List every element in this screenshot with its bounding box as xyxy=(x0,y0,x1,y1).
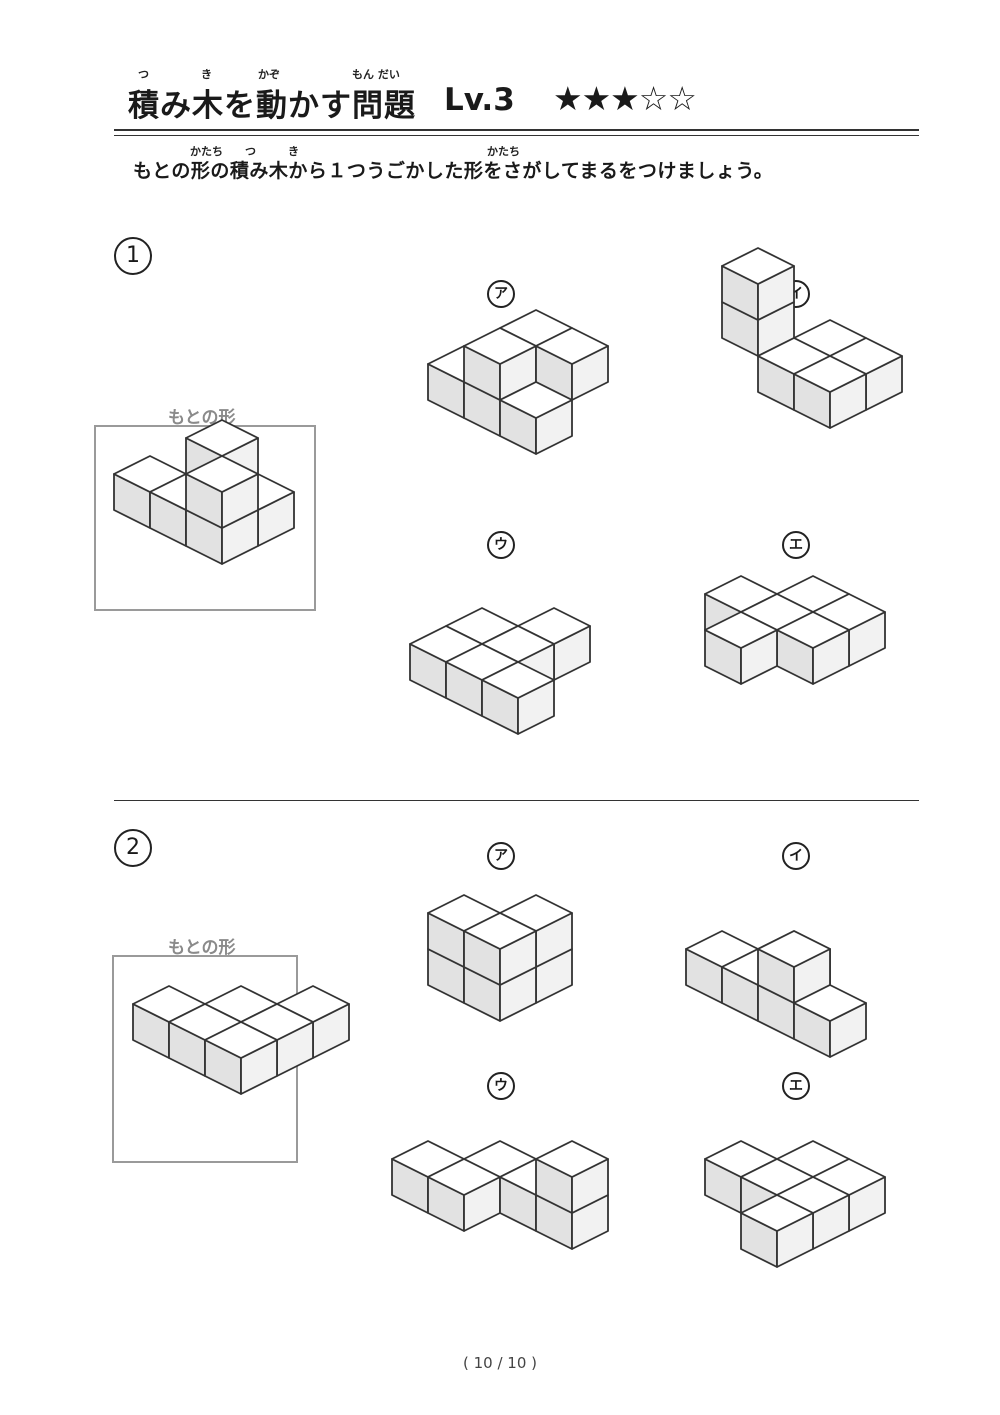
title-ruby: つ xyxy=(138,68,149,81)
section-divider xyxy=(114,800,919,801)
cube-top-face xyxy=(463,912,537,950)
cube-top-face xyxy=(704,611,778,649)
level-label: Lv.3 xyxy=(444,82,515,118)
question-number-1: 1 xyxy=(114,237,152,275)
difficulty-stars: ★★★☆☆ xyxy=(553,79,697,118)
cube-top-face xyxy=(793,355,867,393)
page-title: 積み木を動かす問題 xyxy=(128,88,416,124)
q1-option-a-label[interactable]: ア xyxy=(487,280,515,308)
title-ruby: かぞ xyxy=(258,68,280,81)
cube-top-face xyxy=(793,984,867,1022)
header-rule-bottom xyxy=(114,135,919,136)
cube-top-face xyxy=(740,1194,814,1232)
instruction-ruby: かたち xyxy=(487,145,520,158)
cube-top-face xyxy=(481,661,555,699)
cube-top-face xyxy=(185,419,259,457)
page-number: ( 10 / 10 ) xyxy=(462,1354,537,1372)
q2-option-u-label[interactable]: ウ xyxy=(487,1072,515,1100)
instruction-ruby: かたち xyxy=(190,145,223,158)
q2-option-a-label[interactable]: ア xyxy=(487,842,515,870)
cube-top-face xyxy=(499,381,573,419)
question-number-2: 2 xyxy=(114,829,152,867)
title-ruby: もん だい xyxy=(352,68,400,81)
cube-top-face xyxy=(721,247,795,285)
instruction-ruby: つ xyxy=(245,145,256,158)
q2-option-i-label[interactable]: イ xyxy=(782,842,810,870)
cube-top-face xyxy=(776,611,850,649)
instruction-ruby: き xyxy=(288,145,299,158)
q2-option-e-label[interactable]: エ xyxy=(782,1072,810,1100)
title-ruby: き xyxy=(201,68,212,81)
original-shape-box xyxy=(94,425,316,611)
original-shape-label: もとの形 xyxy=(168,938,236,958)
header-rule-top xyxy=(114,129,919,131)
cube-top-face xyxy=(535,1140,609,1178)
q1-option-u-label[interactable]: ウ xyxy=(487,531,515,559)
cube-top-face xyxy=(185,455,259,493)
cube-top-face xyxy=(757,930,831,968)
q1-option-e-label[interactable]: エ xyxy=(782,531,810,559)
cube-top-face xyxy=(535,327,609,365)
cube-top-face xyxy=(204,1021,278,1059)
instruction-text: もとの形の積み木から１つうごかした形をさがしてまるをつけましょう。 xyxy=(133,160,774,182)
